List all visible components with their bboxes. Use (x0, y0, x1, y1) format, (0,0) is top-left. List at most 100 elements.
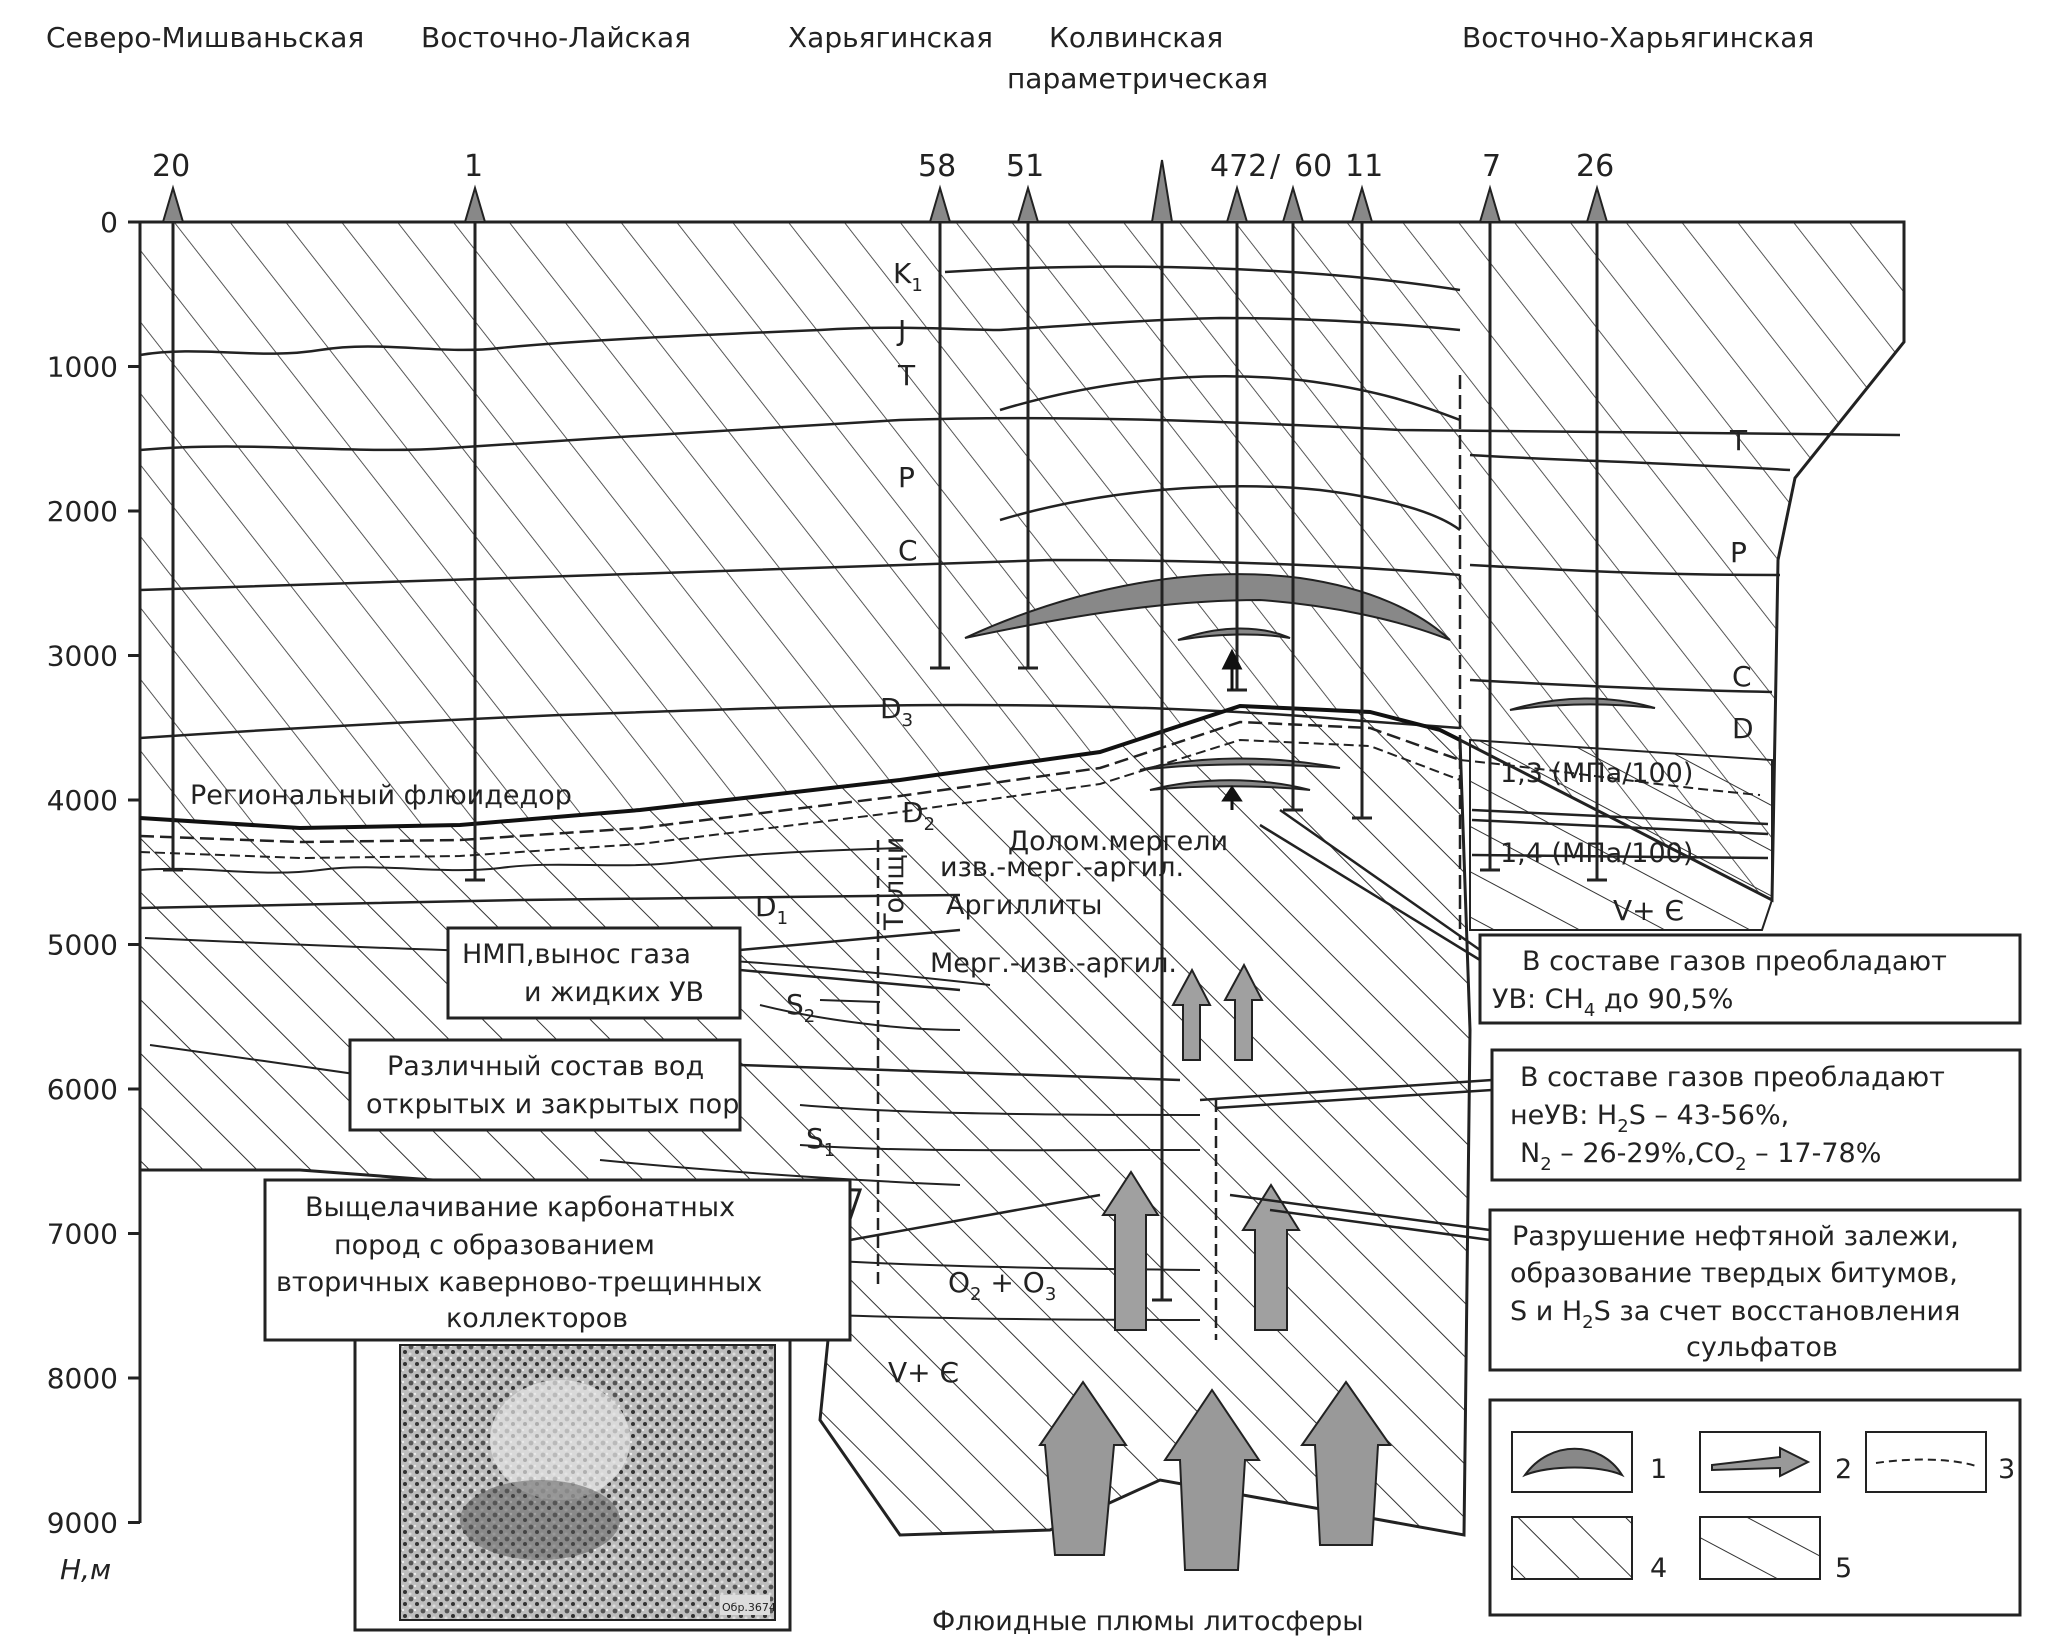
field-names: Северо-Мишваньская Восточно-Лайская Харь… (46, 21, 1814, 95)
oil-deposits (964, 573, 1656, 791)
legend-label-3: 3 (1998, 1454, 2015, 1485)
depth-tick-label: 2000 (47, 495, 118, 528)
depth-tick-label: 0 (100, 206, 118, 239)
stratum-d-right: D (1732, 712, 1754, 745)
callout-leach-line4: коллекторов (446, 1303, 628, 1334)
well-numbers: 20 1 58 51 472 / 60 11 7 26 (152, 149, 1614, 184)
stratum-t: T (897, 359, 916, 392)
depth-tick-label: 5000 (47, 929, 118, 962)
argillity-label: Аргиллиты (946, 890, 1102, 921)
section-labels: Региональный флюидедор 1,3 (МПа/100) 1,4… (190, 758, 1693, 1637)
stratum-t-right: T (1729, 424, 1748, 457)
well-marker-472 (1225, 184, 1249, 223)
legend-arrow-icon (1711, 1446, 1811, 1478)
stratum-v-cambrian-left: V+ Є (888, 1356, 959, 1389)
callout-waters-line2: открытых и закрытых пор (366, 1089, 739, 1120)
callout-destroy-line4: сульфатов (1686, 1332, 1838, 1363)
fluid-plume-arrows (1038, 1380, 1392, 1571)
callout-gas-neuv-line2: неУВ: Н2S – 43-56%, (1510, 1100, 1789, 1137)
callout-gas-neuv-line1: В составе газов преобладают (1520, 1062, 1945, 1093)
tolshchi-column: Толщи (876, 375, 1462, 1340)
well-26: 26 (1576, 149, 1614, 184)
stratum-d3: D3 (880, 692, 913, 731)
oil-lens-right (1509, 697, 1656, 711)
callout-gas-uv-box (1478, 933, 2022, 1025)
oil-lens-small (1177, 627, 1291, 641)
legend-oil-icon (1522, 1447, 1625, 1478)
well-marker-51 (1016, 184, 1040, 223)
callout-leach-line1: Выщелачивание карбонатных (305, 1192, 735, 1223)
legend: 1 2 3 4 5 (1488, 1398, 2022, 1617)
stratum-s1: S1 (806, 1122, 835, 1161)
arch-structures (944, 265, 1461, 532)
merg-label: Мерг.-изв.-аргил. (930, 948, 1177, 979)
depth-tick-label: 9000 (47, 1507, 118, 1540)
field-east-lai: Восточно-Лайская (421, 21, 691, 54)
seal-wavy (139, 847, 901, 874)
legend-label-2: 2 (1835, 1454, 1852, 1485)
stratum-s2: S2 (786, 988, 815, 1027)
well-marker-1 (463, 184, 487, 223)
depth-tick-label: 6000 (47, 1073, 118, 1106)
stratum-d1: D1 (755, 890, 788, 929)
well-slash: / (1270, 149, 1281, 184)
callout-waters-line1: Различный состав вод (387, 1051, 704, 1082)
depth-axis-label: Н,м (60, 1553, 111, 1586)
stratum-v-cambrian-right: V+ Є (1613, 894, 1684, 927)
depth-tick-label: 7000 (47, 1218, 118, 1251)
field-north-mishvan: Северо-Мишваньская (46, 21, 364, 54)
well-marker-11 (1350, 184, 1374, 223)
oil-lens-d2a (1139, 757, 1341, 771)
well-marker-kolva (1150, 159, 1174, 223)
seal-dashed-1 (139, 720, 1461, 844)
legend-label-4: 4 (1650, 1553, 1667, 1584)
callout-nmp-line2: и жидких УВ (524, 977, 704, 1008)
callout-leach-line2: пород с образованием (334, 1230, 655, 1261)
stratigraphic-boundaries (139, 316, 1901, 910)
callout-gas-neuv-box (1490, 1048, 2022, 1182)
stratum-o: O2 + O3 (948, 1266, 1056, 1305)
callout-destroy-box (1488, 1208, 2022, 1372)
field-kolva: Колвинская (1049, 21, 1223, 54)
depth-tick-label: 3000 (47, 640, 118, 673)
well-60: 60 (1294, 149, 1332, 184)
callout-waters-box (348, 1038, 742, 1132)
well-7: 7 (1482, 149, 1501, 184)
well-58: 58 (918, 149, 956, 184)
field-parametric: параметрическая (1007, 62, 1268, 95)
callouts: НМП,вынос газа и жидких УВ Различный сос… (263, 808, 2022, 1372)
fluid-arrows-mid (1101, 962, 1301, 1331)
field-east-kharyaga: Восточно-Харьягинская (1462, 21, 1814, 54)
pressure-dashed-line (1459, 759, 1761, 796)
callout-destroy-line2: образование твердых битумов, (1510, 1258, 1958, 1289)
well-20: 20 (152, 149, 190, 184)
well-marker-26 (1585, 184, 1609, 223)
strata-labels: K1 J T P C D3 D2 D1 S2 S1 O2 + O3 V+ Є T… (755, 257, 1754, 1389)
dolom-label: Долом.мергели (1008, 826, 1228, 857)
callout-leach-box (263, 1178, 852, 1342)
field-kharyaga: Харьягинская (788, 21, 993, 54)
legend-label-5: 5 (1835, 1553, 1852, 1584)
callout-destroy-line1: Разрушение нефтяной залежи, (1512, 1221, 1959, 1252)
stratum-p-right: P (1730, 536, 1747, 569)
callout-leach-line3: вторичных каверново-трещинных (276, 1267, 762, 1298)
depth-tick-label: 1000 (47, 351, 118, 384)
callout-gas-uv-line2: УВ: СН4 до 90,5% (1492, 984, 1733, 1021)
depth-tick-label: 8000 (47, 1362, 118, 1395)
tolshchi-label: Толщи (879, 837, 910, 931)
stratum-k1: K1 (893, 257, 923, 296)
right-stratum-lines (1471, 808, 1769, 860)
callout-gas-uv-line1: В составе газов преобладают (1522, 946, 1947, 977)
well-lines (163, 222, 1607, 1302)
small-arrows (1221, 648, 1243, 810)
stratum-c-right: C (1732, 660, 1752, 693)
well-markers (161, 159, 1609, 223)
stratum-c: C (898, 534, 918, 567)
well-11: 11 (1345, 149, 1383, 184)
well-1: 1 (464, 149, 483, 184)
stratum-p: P (898, 461, 915, 494)
izv-label: изв.-мерг.-аргил. (940, 852, 1184, 883)
callout-destroy-line3: S и H2S за счет восстановления (1510, 1296, 1960, 1333)
pressure-label-2: 1,4 (МПа/100) (1500, 838, 1693, 869)
